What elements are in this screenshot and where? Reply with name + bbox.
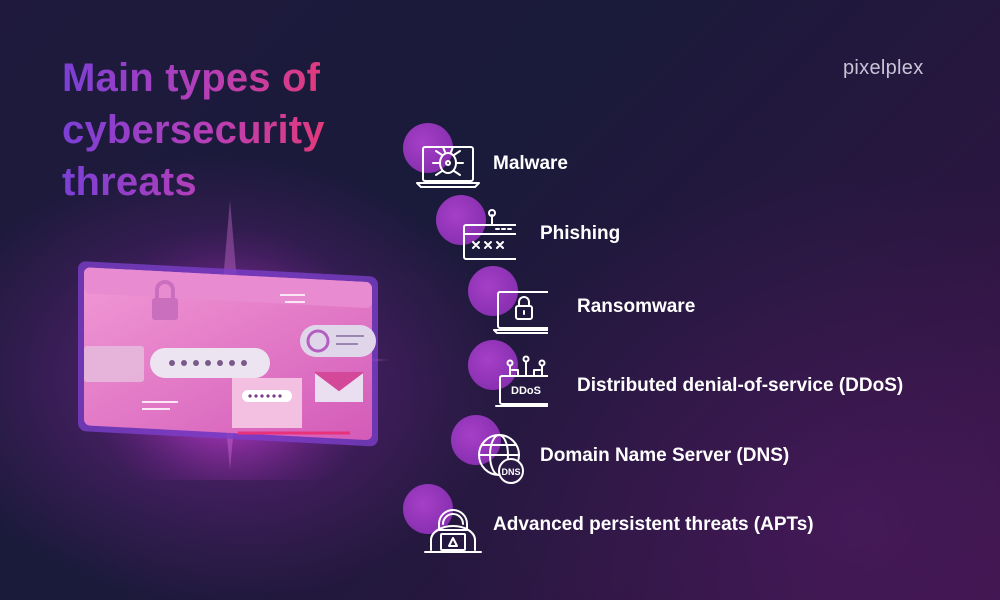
ddos-icon-text: DDoS — [511, 385, 541, 397]
accent-blob — [436, 195, 486, 245]
side-card — [84, 346, 144, 382]
threat-label: Phishing — [540, 223, 621, 244]
title-line-3: threats — [62, 156, 325, 208]
text-lines — [280, 294, 305, 303]
title-line-1: Main types of — [62, 52, 325, 104]
threat-label: Malware — [493, 153, 568, 174]
page-title: Main types of cybersecurity threats — [62, 52, 325, 208]
fingerprint-pill — [300, 325, 376, 357]
locked-laptop-icon — [493, 291, 548, 334]
hacker-laptop-icon — [424, 509, 482, 553]
bug-laptop-icon — [416, 146, 480, 188]
brand-logo: pixelplex — [843, 57, 924, 79]
envelope-icon — [314, 371, 364, 402]
text-lines — [142, 401, 178, 410]
threat-label: Domain Name Server (DNS) — [540, 445, 790, 466]
password-field-hook-icon — [463, 209, 516, 260]
title-line-2: cybersecurity — [62, 104, 325, 156]
password-dots — [169, 360, 247, 366]
dns-globe-icon: DNS — [478, 434, 524, 484]
threat-label: Advanced persistent threats (APTs) — [493, 514, 814, 535]
fingerprint-icon — [306, 329, 330, 353]
threat-label: Distributed denial-of-service (DDoS) — [577, 375, 904, 396]
lock-icon — [152, 280, 178, 320]
accent-blob — [403, 484, 453, 534]
ddos-network-icon: DDoS — [495, 355, 548, 407]
small-login-card — [232, 378, 302, 428]
login-window-illustration — [78, 200, 390, 480]
threat-label: Ransomware — [577, 296, 696, 317]
dns-icon-text: DNS — [501, 467, 520, 477]
